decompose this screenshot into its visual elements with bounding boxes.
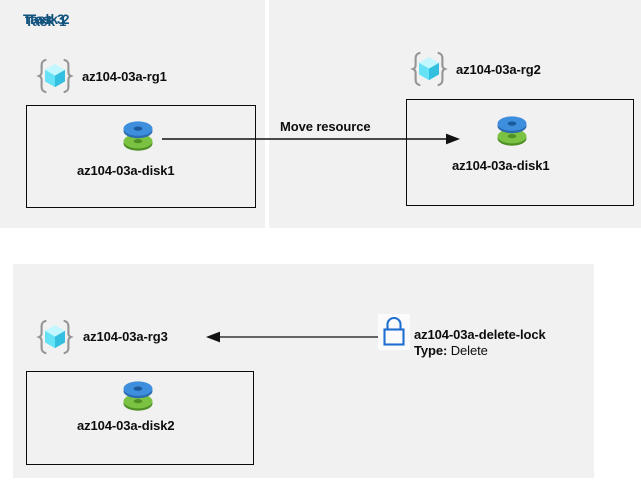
panel-title-task-2: Task 2 bbox=[28, 12, 70, 27]
resource-group-label-rg3: az104-03a-rg3 bbox=[83, 329, 168, 344]
lock-type-key: Type: bbox=[414, 343, 448, 358]
resource-group-icon bbox=[36, 57, 74, 95]
resource-group-box-task-1 bbox=[26, 105, 256, 208]
delete-lock-arrow bbox=[206, 331, 382, 343]
disk-label-disk2-task3: az104-03a-disk2 bbox=[77, 418, 175, 433]
lock-type-value: Delete bbox=[450, 343, 488, 358]
disk-icon bbox=[118, 374, 158, 418]
move-resource-arrow bbox=[162, 133, 460, 145]
disk-icon bbox=[492, 109, 532, 153]
resource-group-icon bbox=[36, 318, 74, 356]
panel-title-task-1: Task 1 bbox=[25, 14, 67, 29]
resource-group-label-rg1: az104-03a-rg1 bbox=[82, 69, 167, 84]
resource-group-icon bbox=[410, 50, 448, 88]
delete-lock-name-label: az104-03a-delete-lock bbox=[414, 327, 546, 342]
resource-group-box-task-3 bbox=[26, 371, 254, 465]
disk-label-disk1-task1: az104-03a-disk1 bbox=[77, 163, 175, 178]
delete-lock-type-label: Type: Delete bbox=[414, 343, 488, 358]
resource-group-box-task-2 bbox=[406, 99, 634, 206]
panel-task-2 bbox=[269, 0, 641, 228]
resource-group-label-rg2: az104-03a-rg2 bbox=[456, 62, 541, 77]
move-resource-label: Move resource bbox=[280, 119, 371, 134]
disk-icon bbox=[118, 114, 158, 158]
disk-label-disk1-task2: az104-03a-disk1 bbox=[452, 158, 550, 173]
lock-icon bbox=[378, 314, 410, 350]
panel-title-task-3: Task 3 bbox=[23, 12, 65, 27]
panel-task-1 bbox=[0, 0, 265, 228]
